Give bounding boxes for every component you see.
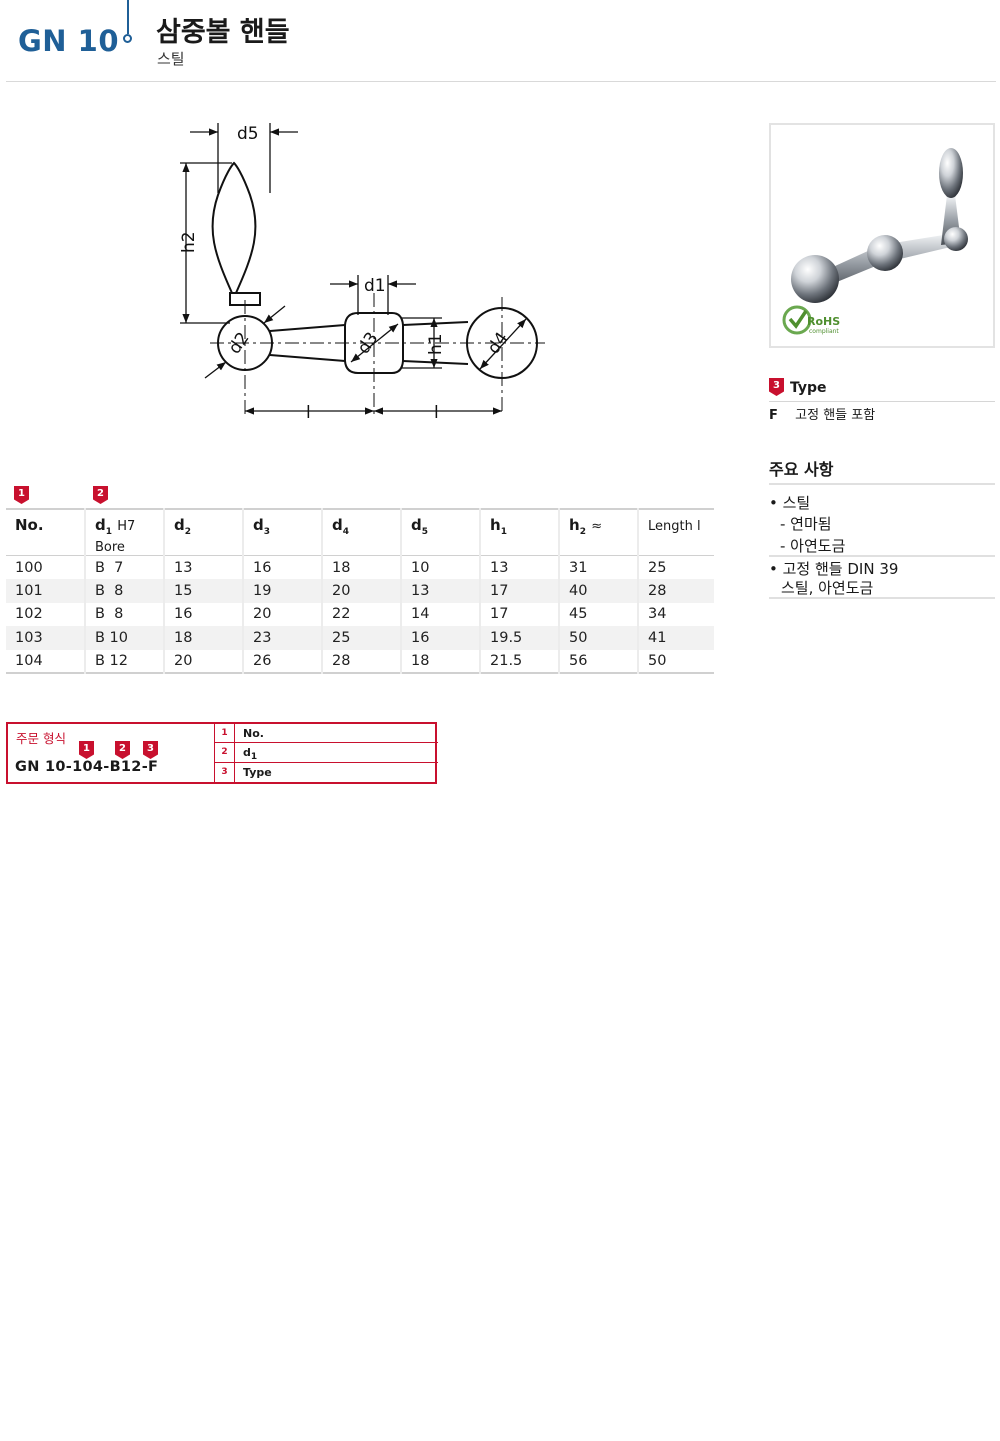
type-section-heading: 3 Type bbox=[769, 378, 995, 402]
table-badge-2: 2 bbox=[93, 486, 108, 504]
note-item: - 아연도금 bbox=[780, 537, 846, 555]
order-legend: 1 No. 2 d1 3 Type bbox=[214, 724, 438, 782]
table-badge-1: 1 bbox=[14, 486, 29, 504]
rohs-sub-label: compliant bbox=[809, 328, 839, 335]
header-divider-line bbox=[127, 0, 129, 34]
type-heading-label: Type bbox=[790, 380, 827, 396]
order-code: GN 10-104-B12-F bbox=[15, 759, 159, 775]
product-photo: RoHS compliant bbox=[769, 123, 995, 348]
header-rule bbox=[6, 81, 996, 82]
col-header-h2: h2 ≈ bbox=[559, 509, 639, 556]
notes-title: 주요 사항 bbox=[769, 460, 834, 479]
technical-drawing: d5 d1 h2 d2 d3 h1 d4 l l bbox=[179, 123, 545, 423]
notes-rule-bottom bbox=[769, 597, 995, 599]
type-item-key: F bbox=[769, 408, 778, 423]
type-item-f: F 고정 핸들 포함 bbox=[769, 404, 875, 423]
order-badge-2: 2 bbox=[115, 741, 130, 759]
header-divider-dot bbox=[123, 34, 132, 43]
dim-label-h2: h2 bbox=[179, 231, 199, 253]
col-header-length: Length l bbox=[648, 519, 701, 534]
dim-label-d1: d1 bbox=[364, 276, 386, 296]
order-legend-row: 2 d1 bbox=[215, 743, 438, 763]
col-header-d2: d2 bbox=[164, 509, 244, 556]
type-item-desc: 고정 핸들 포함 bbox=[795, 408, 876, 423]
dim-label-d5: d5 bbox=[237, 124, 259, 144]
order-badge-3: 3 bbox=[143, 741, 158, 759]
col-header-d3: d3 bbox=[243, 509, 323, 556]
order-example-box: 주문 형식 1 2 3 GN 10-104-B12-F 1 No. 2 d1 3… bbox=[6, 722, 438, 784]
order-label: 주문 형식 bbox=[16, 731, 66, 746]
page-subtitle: 스틸 bbox=[157, 50, 185, 68]
type-badge: 3 bbox=[769, 378, 784, 396]
order-badge-1: 1 bbox=[79, 741, 94, 759]
note-item: • 스틸 bbox=[769, 494, 811, 512]
rohs-label: RoHS bbox=[807, 315, 840, 328]
dim-label-l-left: l bbox=[306, 403, 311, 423]
product-code: GN 10 bbox=[18, 24, 120, 58]
col-header-d4: d4 bbox=[322, 509, 402, 556]
note-item: • 고정 핸들 DIN 39 bbox=[769, 560, 899, 578]
handle-photo-illustration: RoHS compliant bbox=[782, 148, 968, 335]
dim-label-h1: h1 bbox=[426, 333, 446, 355]
order-legend-row: 1 No. bbox=[215, 724, 438, 744]
dim-label-l-right: l bbox=[434, 403, 439, 423]
notes-rule-mid bbox=[769, 555, 995, 557]
notes-rule-top bbox=[769, 483, 995, 485]
col-header-no: No. bbox=[6, 509, 86, 556]
note-item: 스틸, 아연도금 bbox=[781, 579, 874, 597]
order-legend-row: 3 Type bbox=[215, 762, 438, 782]
page-title: 삼중볼 핸들 bbox=[156, 17, 290, 48]
col-header-h1: h1 bbox=[480, 509, 560, 556]
col-header-d5: d5 bbox=[401, 509, 481, 556]
note-item: - 연마됨 bbox=[780, 515, 832, 533]
